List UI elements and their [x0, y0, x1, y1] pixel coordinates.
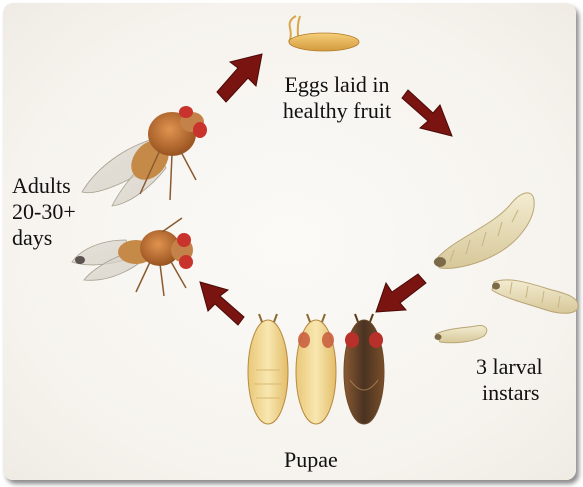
- pupae-label-line1: Pupae: [284, 447, 338, 473]
- larva-small-image: [435, 326, 487, 343]
- eggs-label-line2: healthy fruit: [262, 98, 412, 124]
- larvae-label-line1: 3 larval: [476, 354, 543, 380]
- adults-label-line1: Adults: [12, 173, 76, 199]
- eggs-label-line1: Eggs laid in: [262, 72, 412, 98]
- adults-label-line2: 20-30+: [12, 199, 76, 225]
- arrow-to-pupae-icon: [376, 274, 426, 312]
- larva-large-image: [434, 193, 534, 269]
- adults-label-line3: days: [12, 225, 76, 251]
- larvae-label: 3 larval instars: [476, 354, 543, 406]
- egg-image: [289, 16, 359, 51]
- pupa-late-image: [344, 314, 384, 424]
- adults-label: Adults 20-30+ days: [12, 173, 76, 251]
- arrow-to-adults-icon: [200, 282, 244, 325]
- larvae-label-line2: instars: [476, 380, 543, 406]
- eggs-label: Eggs laid in healthy fruit: [262, 72, 412, 124]
- adult-fly-top-image: [82, 106, 207, 206]
- pupa-mid-image: [296, 314, 336, 424]
- larva-medium-image: [492, 280, 578, 313]
- pupa-early-image: [248, 314, 288, 424]
- adult-fly-bottom-image: [72, 218, 193, 296]
- arrow-to-eggs-icon: [217, 54, 262, 102]
- pupae-label: Pupae: [284, 447, 338, 473]
